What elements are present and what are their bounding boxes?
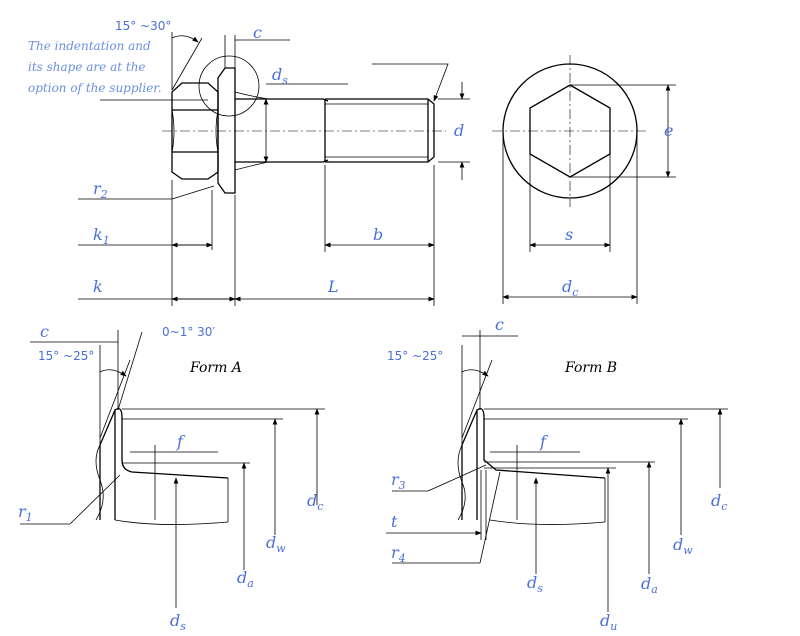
label-r2: r2 <box>93 179 108 201</box>
label-dc-top: dc <box>562 277 578 299</box>
angle-label-form-a: 15° ~25° <box>38 349 94 363</box>
note-line-3: option of the supplier. <box>28 81 162 95</box>
angle-label-top: 15° ~30° <box>115 19 171 33</box>
label-c-form-a: c <box>40 322 49 341</box>
end-view <box>492 55 676 304</box>
angle-arc <box>171 35 199 43</box>
leader-thread <box>372 63 449 102</box>
angle-label-form-b: 15° ~25° <box>387 349 443 363</box>
flange-outline <box>217 67 236 194</box>
form-b-detail <box>386 330 728 612</box>
label-c-form-b: c <box>495 315 504 334</box>
label-dc-form-a: dc <box>307 491 323 513</box>
label-ds-form-a: ds <box>170 611 186 633</box>
label-r4: r4 <box>391 543 406 565</box>
form-a-title: Form A <box>189 360 242 376</box>
label-r3: r3 <box>391 470 406 492</box>
form-b-flange-outline <box>461 407 606 479</box>
label-k: k <box>93 277 103 296</box>
label-da-form-a: da <box>237 568 254 590</box>
hex-face-curve <box>171 109 175 153</box>
form-a-angle-arc <box>99 369 127 377</box>
leader-r2-slant <box>171 185 215 200</box>
label-dw-form-b: dw <box>673 535 693 557</box>
label-e: e <box>664 121 673 140</box>
form-a-small-angle-line <box>117 331 143 411</box>
label-dc-form-b: dc <box>711 491 727 513</box>
form-a-r1-slant <box>69 474 121 525</box>
flange-fillet <box>234 91 269 100</box>
form-a-break-line <box>114 519 229 525</box>
form-a-detail <box>20 330 325 608</box>
side-view <box>78 32 470 306</box>
label-b: b <box>373 225 383 244</box>
indentation-detail-circle <box>198 55 260 117</box>
label-c-top: c <box>253 23 262 42</box>
label-d: d <box>454 121 464 140</box>
hex-head-outline <box>171 82 219 180</box>
label-t: t <box>391 512 398 531</box>
label-ds-form-b: ds <box>527 573 543 595</box>
label-du-form-b: du <box>600 611 617 633</box>
form-b-r4-slant <box>479 471 501 564</box>
note-line-2: its shape are at the <box>28 60 146 74</box>
label-r1: r1 <box>18 502 33 524</box>
form-b-title: Form B <box>564 360 617 376</box>
form-a-break-line <box>95 444 104 521</box>
label-ds-top: ds <box>272 65 288 87</box>
form-b-break-line <box>489 519 606 525</box>
label-dw-form-a: dw <box>266 533 286 555</box>
flange-fillet <box>234 161 269 171</box>
label-f-form-a: f <box>176 432 186 451</box>
form-b-angle-arc <box>461 369 489 377</box>
form-b-r3-slant <box>427 464 487 492</box>
label-s: s <box>565 225 573 244</box>
angle-label-form-a-small: 0~1° 30′ <box>162 325 215 339</box>
form-b-break-line <box>457 444 466 521</box>
label-k1: k1 <box>93 225 110 247</box>
label-da-form-b: da <box>641 574 658 596</box>
angle-chamfer-line <box>171 37 203 91</box>
label-L: L <box>327 277 339 296</box>
note-line-1: The indentation and <box>28 39 151 53</box>
thread-outline <box>325 98 435 163</box>
label-f-form-b: f <box>539 432 549 451</box>
